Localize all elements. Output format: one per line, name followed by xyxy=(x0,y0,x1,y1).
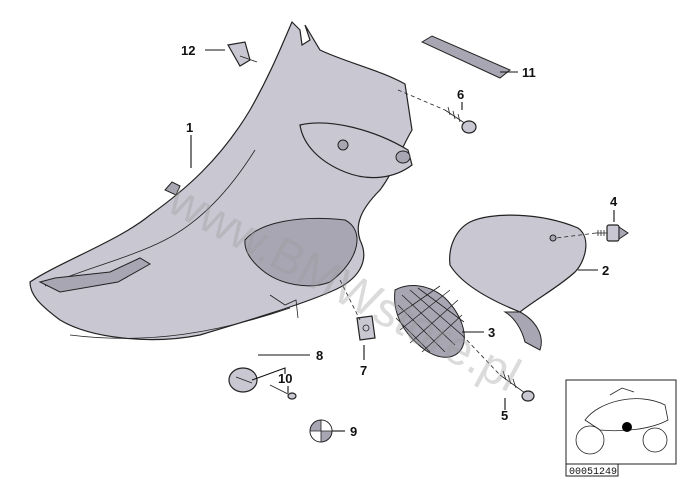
rubber-plug-12 xyxy=(227,41,258,67)
side-fairing-panel xyxy=(29,20,413,341)
assembly-lines xyxy=(339,89,597,376)
inset-reference-number: 00051249 xyxy=(569,467,617,478)
cover-plate xyxy=(449,214,587,351)
screw-6 xyxy=(444,106,477,134)
callout-3: 3 xyxy=(488,325,495,340)
callout-4: 4 xyxy=(610,194,618,209)
callout-1: 1 xyxy=(186,120,193,135)
callout-11: 11 xyxy=(522,65,536,80)
fastener-4 xyxy=(596,224,629,242)
screw-5 xyxy=(499,370,535,402)
clip-nut-7 xyxy=(356,315,376,341)
callout-5: 5 xyxy=(501,408,508,423)
mesh-grille xyxy=(394,285,465,358)
foam-strip-11 xyxy=(420,35,511,79)
callout-8: 8 xyxy=(316,348,323,363)
inset-thumbnail: 00051249 xyxy=(565,379,677,478)
washer-plate-8 xyxy=(228,367,258,393)
callout-6: 6 xyxy=(457,87,464,102)
screw-10 xyxy=(269,384,297,400)
callout-10: 10 xyxy=(278,371,292,386)
callout-12: 12 xyxy=(181,43,195,58)
callout-labels: 1 2 3 4 5 6 7 8 9 10 11 12 xyxy=(181,43,618,439)
callout-7: 7 xyxy=(360,363,367,378)
emblem-badge-9 xyxy=(309,419,333,443)
callout-9: 9 xyxy=(350,424,357,439)
leader-lines xyxy=(190,49,615,432)
callout-2: 2 xyxy=(602,263,609,278)
